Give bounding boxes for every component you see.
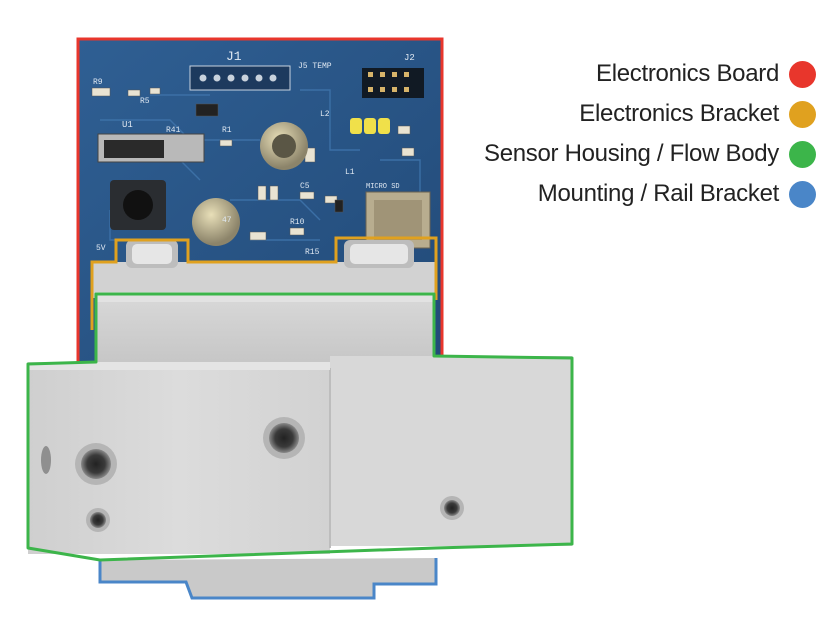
l1-label: L1: [345, 168, 355, 177]
bracket-screw-left: [126, 240, 178, 268]
capacitor-top: [260, 122, 308, 170]
housing-upper-face: [96, 292, 434, 302]
r10-label: R10: [290, 218, 305, 227]
micro-sd-contacts: [374, 200, 422, 240]
bracket-outline: [90, 236, 438, 330]
status-leds: [350, 118, 390, 134]
j2-pins: [368, 72, 409, 92]
legend-label: Electronics Board: [596, 60, 779, 87]
r1-label: R1: [222, 126, 232, 135]
capacitor-bottom: 47: [192, 198, 240, 246]
legend-item-mounting-rail-bracket: Mounting / Rail Bracket: [396, 174, 816, 214]
bracket-screw-right: [344, 240, 414, 268]
r9-label: R9: [93, 78, 103, 87]
sd-card-label: MICRO SD: [366, 183, 400, 191]
legend-label: Electronics Bracket: [579, 100, 779, 127]
rail-body: [100, 558, 436, 598]
r5-label: R5: [140, 97, 150, 106]
mount-hole-small-right: [440, 496, 464, 520]
j5-temp-label: J5 TEMP: [298, 62, 332, 71]
capacitor-mark: 47: [222, 216, 232, 225]
j1-label: J1: [226, 49, 242, 64]
port-hole-large-left: [75, 443, 117, 485]
side-port: [41, 446, 51, 474]
smd-components: [91, 87, 415, 241]
l2-label: L2: [320, 110, 330, 119]
u1-body: [104, 140, 164, 158]
rail-outline: [98, 558, 438, 600]
r41-label: R41: [166, 126, 181, 135]
j1-pins: [199, 74, 277, 82]
legend-item-electronics-board: Electronics Board: [396, 54, 816, 94]
legend-label: Sensor Housing / Flow Body: [483, 140, 779, 167]
housing-outline: [26, 292, 574, 562]
j2-label: J2: [404, 53, 415, 63]
u1-label: U1: [122, 120, 133, 130]
port-hole-large-center: [263, 417, 305, 459]
housing-top-ledge: [28, 362, 330, 370]
c5-label: C5: [300, 182, 310, 191]
mount-hole-small-left: [86, 508, 110, 532]
legend-swatch: [789, 60, 816, 88]
legend-swatch: [789, 100, 816, 128]
legend-swatch: [789, 140, 816, 168]
5v-label: 5V: [96, 244, 106, 253]
legend-item-sensor-housing: Sensor Housing / Flow Body: [396, 134, 816, 174]
legend-swatch: [789, 180, 816, 208]
legend: Electronics Board Electronics Bracket Se…: [396, 54, 816, 214]
mounting-rail-bracket: [98, 558, 438, 600]
legend-label: Mounting / Rail Bracket: [537, 180, 780, 207]
inductor-core: [123, 190, 153, 220]
sensor-housing-flow-body: [26, 292, 574, 562]
r15-label: R15: [305, 248, 320, 257]
legend-item-electronics-bracket: Electronics Bracket: [396, 94, 816, 134]
